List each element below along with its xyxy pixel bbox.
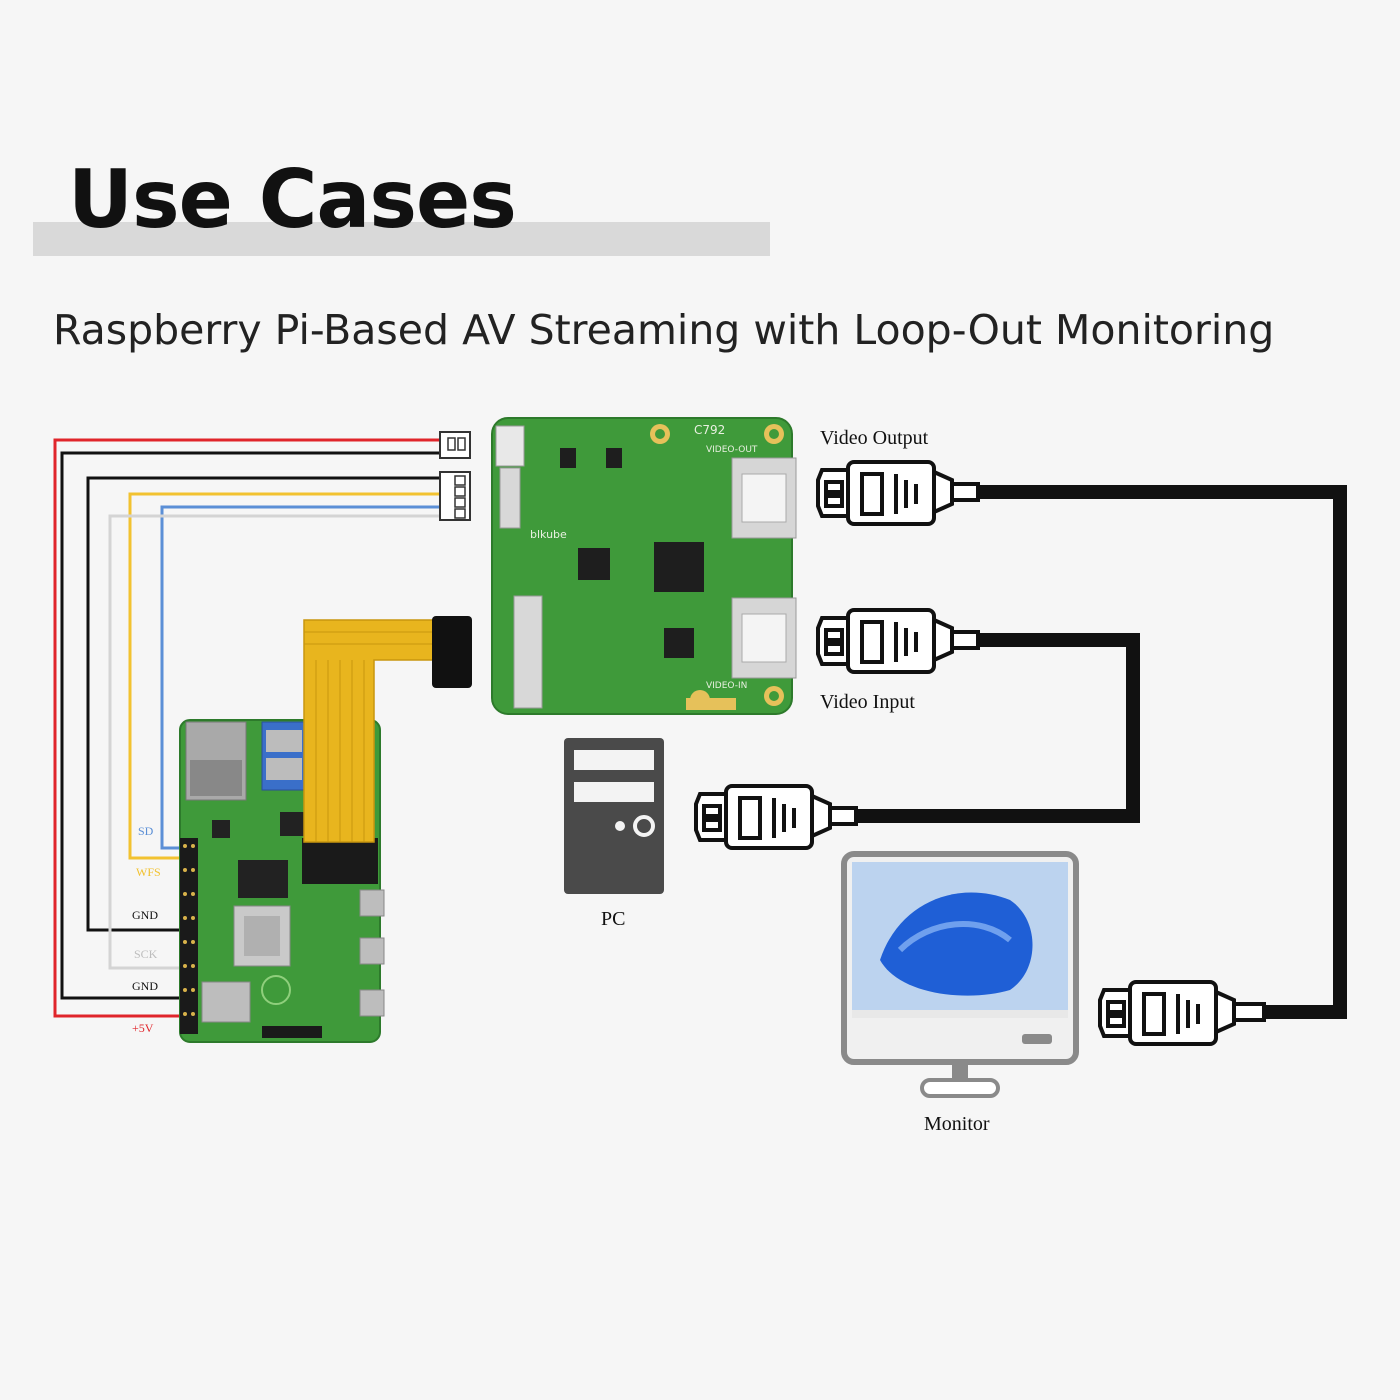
board-video-in-text: VIDEO-IN [706,681,747,691]
usb-c-port [359,989,385,1017]
hdmi-plug-monitor [1098,980,1266,1046]
wire-red-5v [53,438,440,1018]
audio-wires [53,438,440,1018]
monitor-icon [841,851,1079,1098]
page-title: Use Cases [68,153,517,246]
wire-blue-sd [160,505,440,850]
pin-label-wfs: WFS [136,865,161,879]
pin-label-sck: SCK [134,947,158,961]
hdmi-plug-video-output [816,460,980,526]
title-underline-bar [33,222,770,256]
cable-input-to-pc [856,633,1140,823]
video-input-label: Video Input [820,691,915,713]
pin-label-gnd-2: GND [132,979,158,993]
hdmi-plug-video-input [816,608,980,674]
pin-label-5v: +5V [132,1021,154,1035]
c792-board: C792 VIDEO-OUT VIDEO-IN blkube [491,417,797,715]
wire-connectors [439,431,471,521]
wire-yellow-wfs [128,492,440,860]
board-brand-text: blkube [530,528,567,541]
board-video-out-text: VIDEO-OUT [706,445,758,455]
pin-label-gnd-1: GND [132,908,158,922]
pc-tower-icon [564,738,664,894]
wire-white-sck [108,514,440,970]
ram-chip [238,860,288,898]
pin-label-sd: SD [138,824,154,838]
raspberry-logo-icon [261,975,291,1005]
monitor-label: Monitor [924,1113,990,1135]
gpio-header [180,838,198,1034]
hdmi-cables [856,485,1347,1019]
pc-label: PC [601,908,625,930]
wifi-module [201,981,251,1023]
video-output-label: Video Output [820,427,929,449]
main-chip [654,542,704,592]
cable-output-to-monitor [978,485,1347,1019]
csi-connector [302,838,378,884]
hdmi-plug-pc [694,784,858,850]
board-model-text: C792 [694,423,725,437]
hdmi-port-1 [359,889,385,917]
wire-black-gnd-1 [86,476,440,932]
ribbon-connector [432,616,472,688]
ribbon-cable [303,616,472,843]
wire-black-gnd-2 [60,451,440,1000]
hdmi-port-2 [359,937,385,965]
page-subtitle: Raspberry Pi-Based AV Streaming with Loo… [53,306,1275,354]
